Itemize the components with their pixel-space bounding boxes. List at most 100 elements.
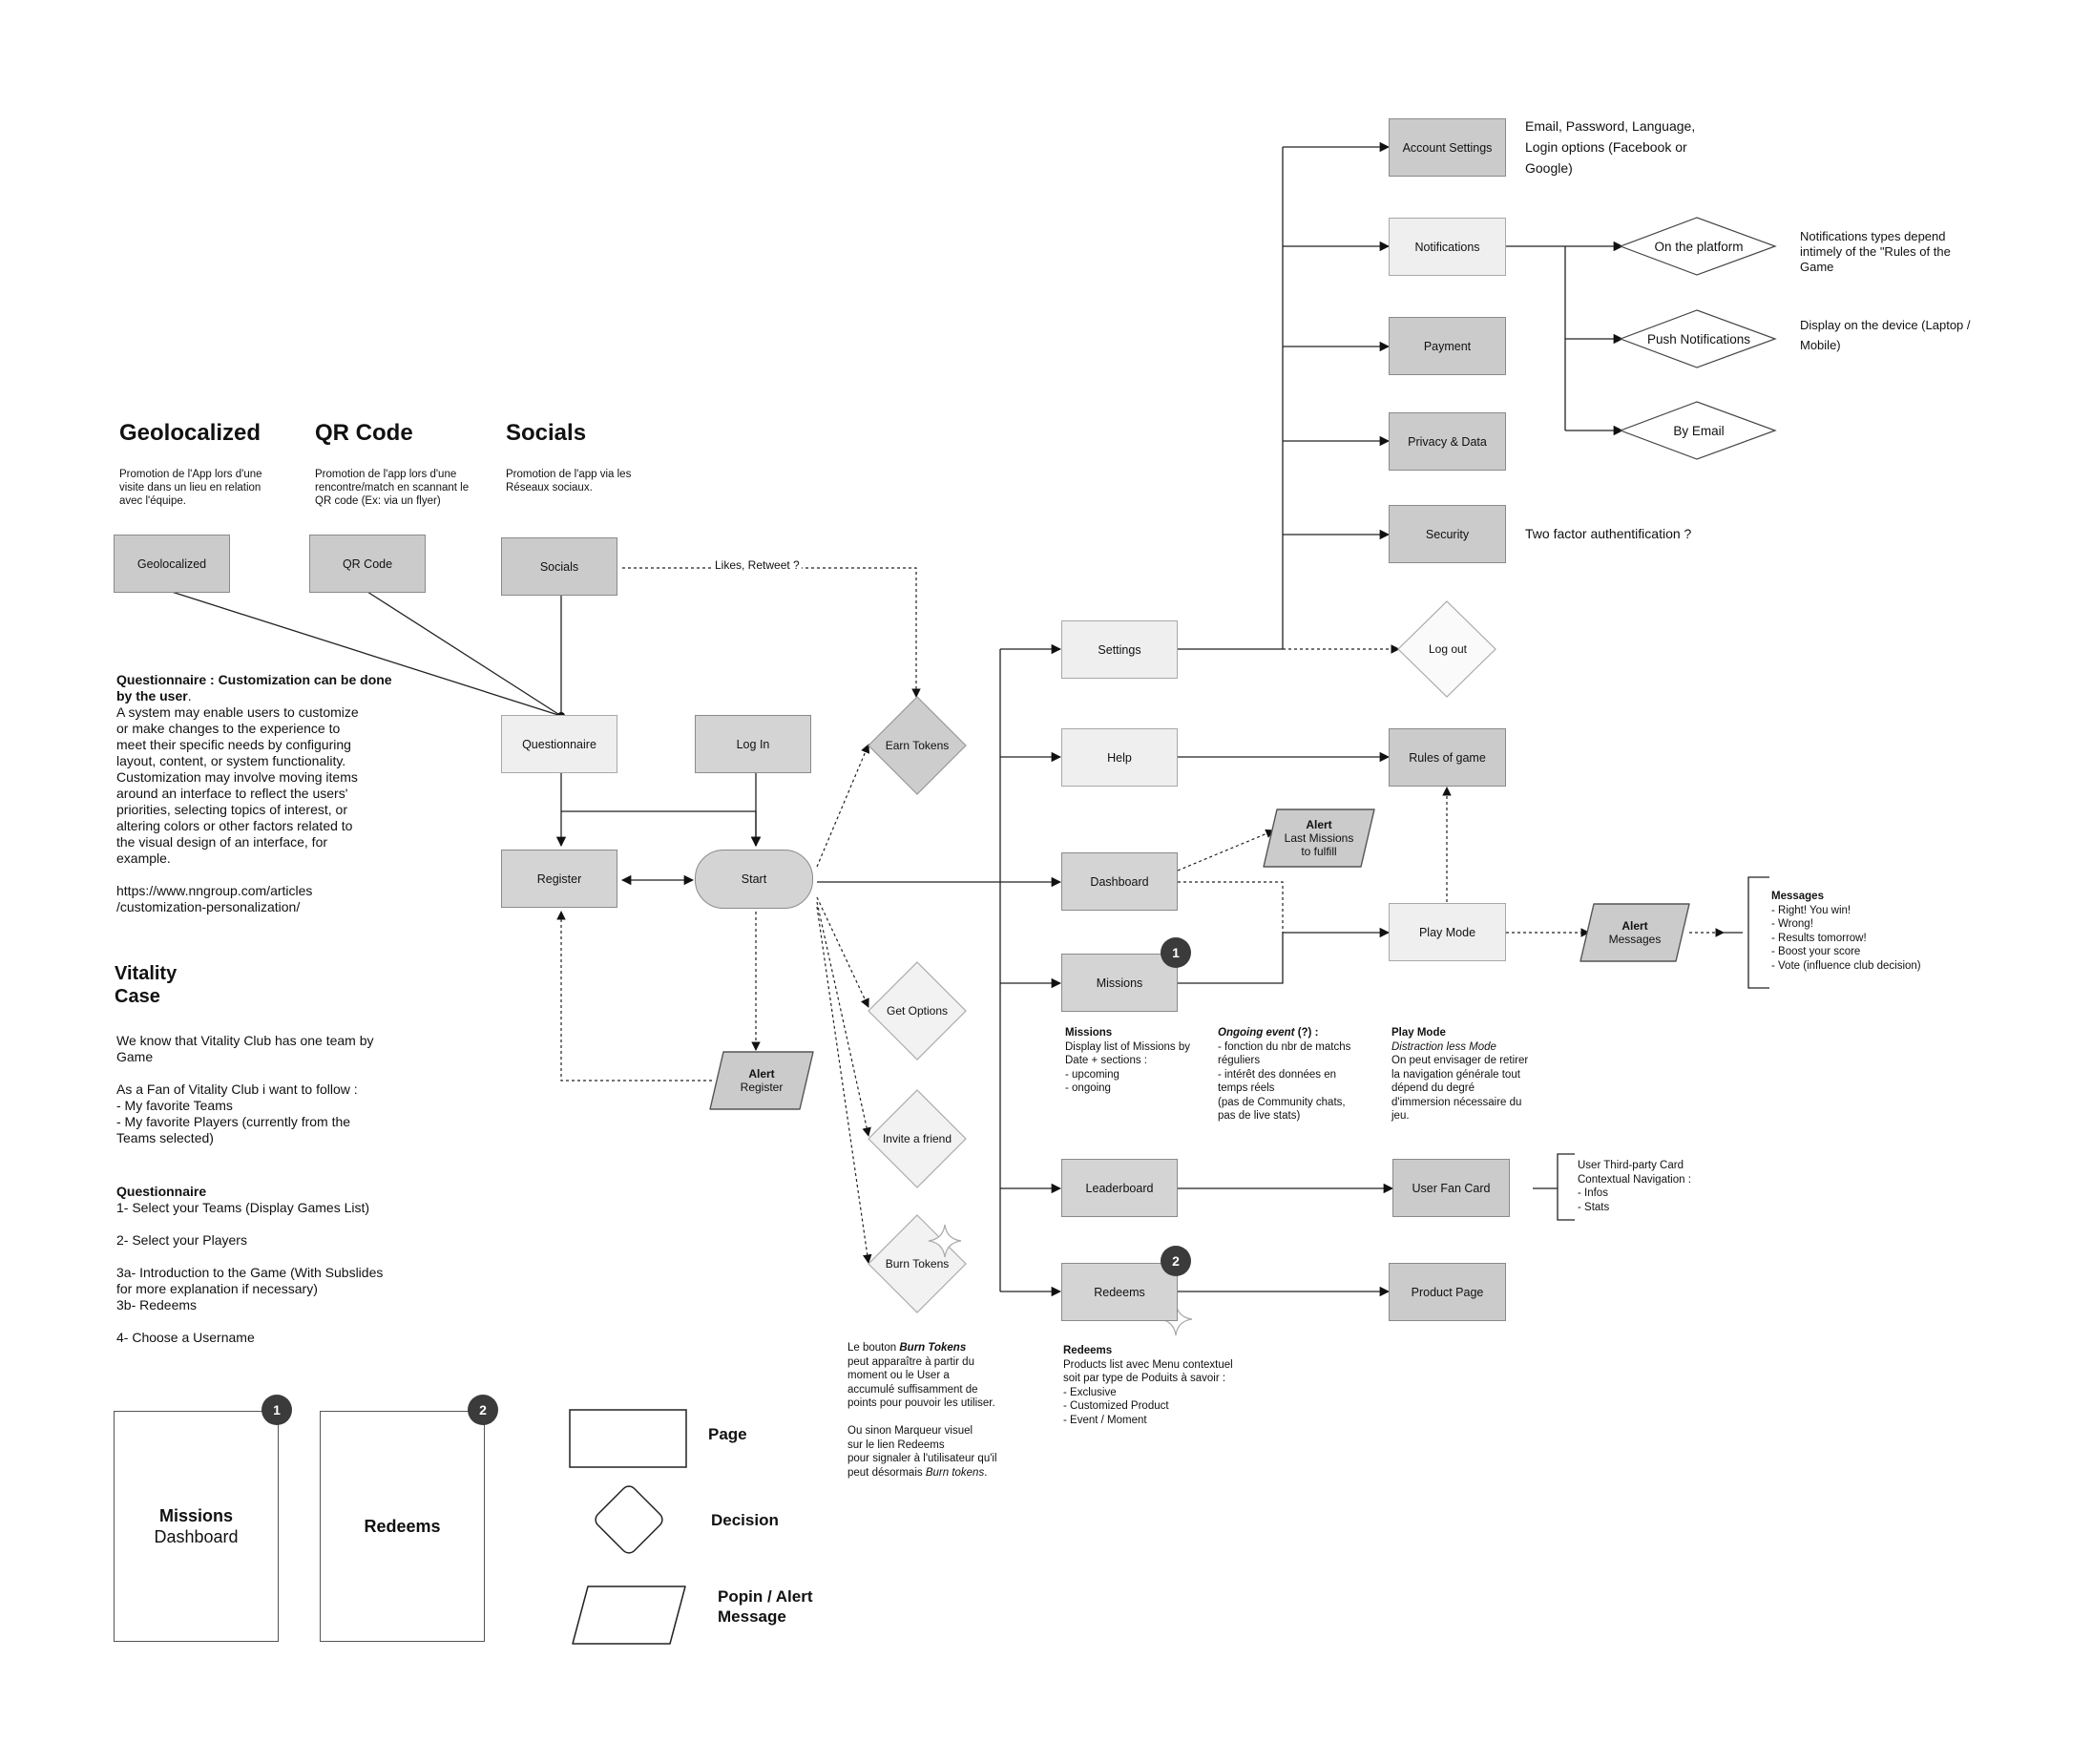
likes-retweet-label: Likes, Retweet ? bbox=[713, 558, 802, 572]
user-fan-card-box[interactable]: User Fan Card bbox=[1392, 1159, 1510, 1217]
sparkle-burn bbox=[928, 1224, 962, 1258]
security-box[interactable]: Security bbox=[1389, 505, 1506, 563]
payment-box[interactable]: Payment bbox=[1389, 317, 1506, 375]
login-box[interactable]: Log In bbox=[695, 715, 811, 773]
earn-tokens-label[interactable]: Earn Tokens bbox=[885, 739, 950, 752]
legend-decision-shape bbox=[595, 1485, 663, 1554]
play-mode-note: Play Mode Distraction less Mode On peut … bbox=[1391, 1026, 1554, 1124]
privacy-box[interactable]: Privacy & Data bbox=[1389, 412, 1506, 471]
alert-missions[interactable]: Alert Last Missions to fulfill bbox=[1266, 809, 1372, 867]
product-page-box[interactable]: Product Page bbox=[1389, 1263, 1506, 1321]
alert-register-title: Alert bbox=[748, 1067, 775, 1081]
play-mode-note-title: Play Mode bbox=[1391, 1027, 1446, 1039]
legend-page-shape bbox=[569, 1409, 687, 1468]
get-options-diamond bbox=[868, 961, 967, 1060]
rules-box[interactable]: Rules of game bbox=[1389, 728, 1506, 787]
badge-missions: 1 bbox=[1161, 937, 1191, 968]
bracket-messages bbox=[1747, 876, 1769, 989]
questionnaire-customization-dot: . bbox=[187, 688, 192, 704]
logout-label[interactable]: Log out bbox=[1428, 642, 1468, 656]
burn-note-p2a: Ou sinon Marqueur visuel sur le lien Red… bbox=[847, 1425, 997, 1479]
ongoing-note-suffix: (?) : bbox=[1294, 1027, 1319, 1039]
questionnaire-customization-body: A system may enable users to customize o… bbox=[116, 704, 359, 914]
notifications-box[interactable]: Notifications bbox=[1389, 218, 1506, 276]
legend-decision-label: Decision bbox=[711, 1511, 779, 1529]
missions-card[interactable]: Missions Dashboard bbox=[114, 1411, 279, 1642]
missions-box[interactable]: Missions bbox=[1061, 954, 1178, 1012]
questionnaire-customization-text: Questionnaire : Customization can be don… bbox=[116, 672, 393, 915]
questionnaire-steps-list: 1- Select your Teams (Display Games List… bbox=[116, 1200, 384, 1345]
edge-start-options bbox=[816, 896, 869, 1008]
bracket-fancard bbox=[1557, 1153, 1575, 1221]
dashboard-box[interactable]: Dashboard bbox=[1061, 852, 1178, 911]
edge-dashboard-alert bbox=[1177, 829, 1275, 872]
account-settings-box[interactable]: Account Settings bbox=[1389, 118, 1506, 177]
get-options-label[interactable]: Get Options bbox=[886, 1004, 949, 1018]
alert-messages-shape bbox=[1579, 903, 1690, 962]
alert-missions-shape bbox=[1263, 808, 1375, 868]
settings-box[interactable]: Settings bbox=[1061, 620, 1178, 679]
register-box[interactable]: Register bbox=[501, 850, 617, 908]
qrcode-box[interactable]: QR Code bbox=[309, 535, 426, 593]
push-notifications-label[interactable]: Push Notifications bbox=[1646, 331, 1751, 346]
play-mode-box[interactable]: Play Mode bbox=[1389, 903, 1506, 961]
alert-register-text: Register bbox=[740, 1081, 784, 1094]
logout-diamond bbox=[1397, 600, 1496, 698]
burn-note-p2c: . bbox=[984, 1466, 988, 1479]
by-email-diamond bbox=[1619, 401, 1777, 460]
missions-card-title: Missions bbox=[158, 1506, 234, 1525]
notif-types-note: Notifications types depend intimely of t… bbox=[1800, 229, 1951, 274]
invite-friend-label[interactable]: Invite a friend bbox=[882, 1132, 952, 1145]
earn-tokens-diamond bbox=[868, 696, 967, 795]
geolocalized-box[interactable]: Geolocalized bbox=[114, 535, 230, 593]
alert-messages[interactable]: Alert Messages bbox=[1584, 904, 1685, 961]
alert-missions-title: Alert bbox=[1306, 818, 1332, 831]
alert-messages-text: Messages bbox=[1608, 933, 1662, 946]
edge-start-earn bbox=[816, 744, 870, 868]
missions-note-text: Display list of Missions by Date + secti… bbox=[1065, 1040, 1191, 1095]
badge-redeems: 2 bbox=[1161, 1246, 1191, 1276]
redeems-box[interactable]: Redeems bbox=[1061, 1263, 1178, 1321]
redeems-note: Redeems Products list avec Menu contextu… bbox=[1063, 1344, 1273, 1427]
ongoing-note-text: - fonction du nbr de matchs réguliers - … bbox=[1218, 1040, 1351, 1123]
fan-card-note: User Third-party Card Contextual Navigat… bbox=[1578, 1160, 1691, 1213]
socials-box[interactable]: Socials bbox=[501, 537, 617, 596]
alert-missions-text: Last Missions to fulfill bbox=[1284, 831, 1354, 858]
burn-tokens-note: Le bouton Burn Tokens peut apparaître à … bbox=[847, 1341, 1019, 1480]
burn-note-p2b: Burn tokens bbox=[925, 1466, 985, 1479]
missions-note-title: Missions bbox=[1065, 1027, 1113, 1039]
questionnaire-customization-title: Questionnaire : Customization can be don… bbox=[116, 672, 392, 704]
edge-geo-questionnaire bbox=[171, 591, 562, 717]
redeems-card-badge: 2 bbox=[468, 1395, 498, 1425]
edge-qr-questionnaire bbox=[366, 591, 562, 717]
redeems-note-text: Products list avec Menu contextuel soit … bbox=[1063, 1358, 1233, 1426]
redeems-note-title: Redeems bbox=[1063, 1345, 1113, 1356]
edge-dashboard-play bbox=[1178, 881, 1284, 933]
questionnaire-steps: Questionnaire 1- Select your Teams (Disp… bbox=[116, 1184, 422, 1346]
legend-popin-label: Popin / Alert Message bbox=[718, 1587, 813, 1626]
burn-tokens-label[interactable]: Burn Tokens bbox=[885, 1257, 950, 1270]
help-box[interactable]: Help bbox=[1061, 728, 1178, 787]
ongoing-note-title: Ongoing event bbox=[1218, 1027, 1295, 1039]
questionnaire-box[interactable]: Questionnaire bbox=[501, 715, 617, 773]
push-notifications-diamond bbox=[1619, 309, 1777, 368]
on-platform-diamond bbox=[1619, 217, 1777, 276]
missions-note: Missions Display list of Missions by Dat… bbox=[1065, 1026, 1218, 1096]
start-node[interactable]: Start bbox=[695, 850, 813, 909]
edge-questionnaire-start bbox=[561, 810, 762, 848]
burn-note-p1b: Burn Tokens bbox=[899, 1342, 967, 1354]
edge-missions-play bbox=[1178, 927, 1391, 984]
messages-note: Messages - Right! You win! - Wrong! - Re… bbox=[1771, 890, 2000, 973]
geolocalized-heading: Geolocalized bbox=[119, 420, 262, 446]
by-email-label[interactable]: By Email bbox=[1673, 423, 1725, 438]
messages-note-list: - Right! You win! - Wrong! - Results tom… bbox=[1771, 904, 1921, 972]
on-platform-label[interactable]: On the platform bbox=[1654, 239, 1744, 254]
edge-socials-earn bbox=[622, 567, 921, 698]
leaderboard-box[interactable]: Leaderboard bbox=[1061, 1159, 1178, 1217]
questionnaire-steps-title: Questionnaire bbox=[116, 1184, 207, 1199]
account-note: Email, Password, Language, Login options… bbox=[1525, 118, 1696, 176]
legend-popin-shape bbox=[572, 1586, 686, 1645]
redeems-card[interactable]: Redeems bbox=[320, 1411, 485, 1642]
alert-register[interactable]: Alert Register bbox=[714, 1052, 809, 1109]
